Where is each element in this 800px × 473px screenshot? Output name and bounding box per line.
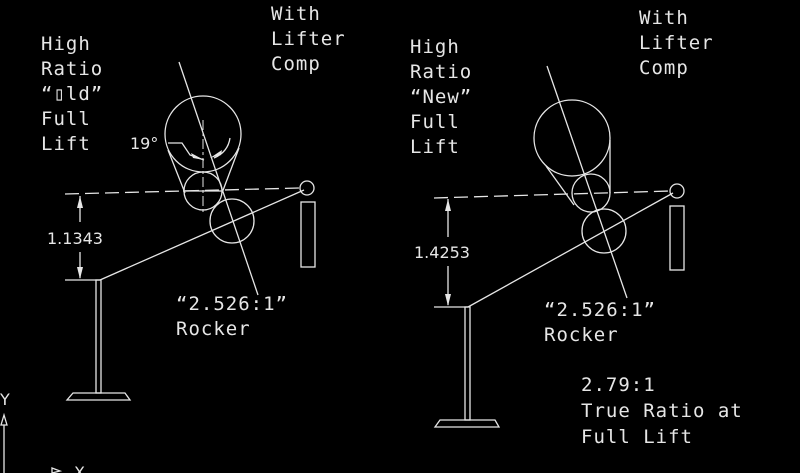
left-rocker-ratio: “2.526:1” — [176, 293, 288, 315]
left-pushrod-rect — [300, 201, 316, 268]
left-angle-arrowhead — [191, 153, 204, 160]
left-dashed-reference — [64, 187, 301, 195]
left-title-line-4: Full — [41, 108, 91, 130]
right-title-line-5: Lift — [410, 136, 460, 158]
left-dimension-value: 1.1343 — [47, 229, 103, 248]
left-dim-arrow-up — [77, 196, 83, 208]
left-valve-head — [65, 392, 132, 401]
right-small-circle — [571, 173, 611, 213]
true-ratio-line-3: Full Lift — [581, 426, 693, 448]
left-dim-arrow-down — [77, 267, 83, 279]
right-pushrod-rect — [669, 205, 685, 271]
left-roller-circle — [209, 198, 255, 244]
ucs-y-arrow-icon — [0, 412, 8, 426]
right-valve-stem — [464, 306, 471, 421]
left-rocker-label: Rocker — [176, 318, 251, 340]
ucs-x-label: X — [74, 463, 85, 473]
right-large-circle — [533, 99, 611, 177]
left-title-line-5: Lift — [41, 133, 91, 155]
left-rocker-arm — [99, 189, 305, 281]
left-rocker-geometry: High Ratio “▯ld” Full Lift With Lifter C… — [41, 3, 346, 401]
left-title-line-1: High — [41, 33, 91, 55]
right-valve-head — [433, 419, 501, 428]
right-rocker-geometry: High Ratio “New” Full Lift With Lifter C… — [410, 7, 743, 448]
left-title-line-3: “▯ld” — [41, 83, 103, 105]
ucs-axis-icon: Y X — [0, 390, 85, 473]
ucs-y-label: Y — [0, 390, 10, 409]
right-roller-circle — [581, 208, 627, 254]
left-pivot-circle — [299, 180, 315, 196]
true-ratio-line-2: True Ratio at — [581, 400, 743, 422]
right-rocker-ratio: “2.526:1” — [544, 299, 656, 321]
left-angle-arrowhead — [210, 150, 222, 158]
ucs-x-arrow-icon — [51, 467, 63, 473]
left-comp-line-1: With — [271, 3, 321, 25]
right-rocker-label: Rocker — [544, 324, 619, 346]
left-tangent-line — [221, 147, 240, 194]
left-title-line-2: Ratio — [41, 58, 103, 80]
left-valve-stem — [95, 279, 102, 394]
left-angle-arc — [213, 137, 231, 159]
right-title-line-2: Ratio — [410, 61, 472, 83]
right-dimension-value: 1.4253 — [414, 243, 470, 262]
left-tangent-line — [167, 149, 186, 194]
right-comp-line-2: Lifter — [639, 32, 714, 54]
right-pivot-circle — [669, 183, 685, 199]
right-rocker-arm — [467, 192, 674, 308]
right-dim-arrow-down — [445, 294, 451, 306]
right-comp-line-3: Comp — [639, 57, 689, 79]
left-comp-line-3: Comp — [271, 53, 321, 75]
right-title-line-1: High — [410, 36, 460, 58]
left-comp-line-2: Lifter — [271, 28, 346, 50]
right-tangent-line — [545, 165, 575, 206]
right-dim-arrow-up — [445, 199, 451, 211]
left-pushrod-axis — [178, 61, 259, 296]
right-dashed-reference — [433, 190, 671, 199]
right-pushrod-axis — [546, 65, 628, 299]
left-angle-label: 19° — [130, 134, 158, 153]
right-title-line-3: “New” — [410, 86, 472, 108]
right-comp-line-1: With — [639, 7, 689, 29]
right-title-line-4: Full — [410, 111, 460, 133]
true-ratio-value: 2.79:1 — [581, 374, 656, 396]
